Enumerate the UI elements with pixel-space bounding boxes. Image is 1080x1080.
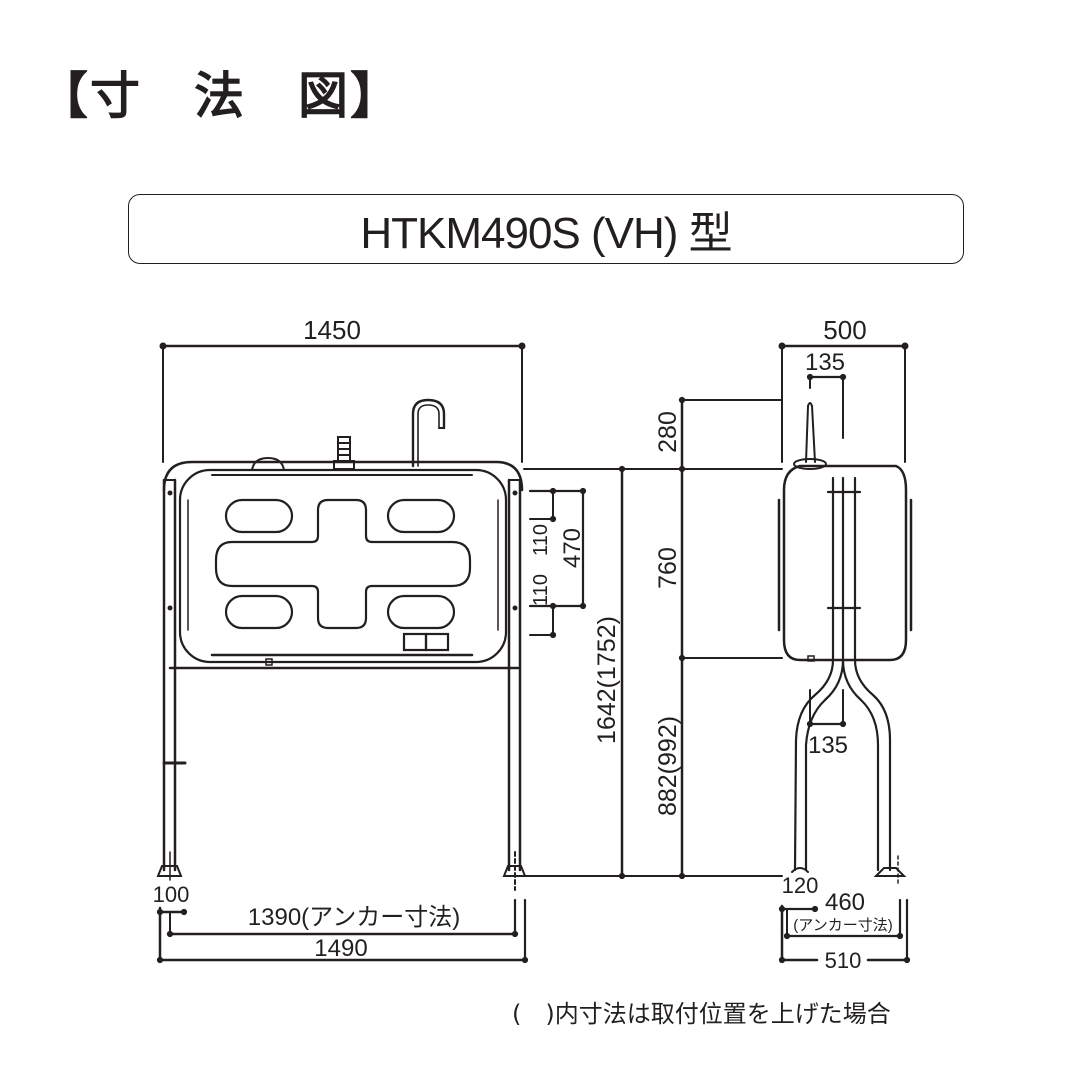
footnote: ( )内寸法は取付位置を上げた場合 [512, 1000, 891, 1028]
front-view: 1450 [153, 315, 587, 964]
height-dimensions: 280 760 882(992) 1642(1752) [523, 396, 783, 880]
dim-rib-470: 470 [559, 528, 586, 568]
dim-height-760: 760 [654, 547, 682, 589]
dim-rib-110-lower: 110 [530, 574, 552, 606]
dim-base-1490: 1490 [314, 935, 367, 962]
model-name: HTKM490S (VH) 型 [360, 209, 732, 258]
page-title: 【寸 法 図】 [38, 67, 402, 125]
dim-side-anchor-460: 460 [825, 889, 865, 916]
model-name-box: HTKM490S (VH) 型 [128, 194, 964, 264]
dim-rib-110-upper: 110 [530, 524, 552, 556]
dim-anchor-1390: 1390(アンカー寸法) [248, 904, 460, 931]
dim-height-1642: 1642(1752) [593, 616, 621, 744]
dim-side-base-510: 510 [825, 948, 862, 973]
dim-height-882: 882(992) [654, 716, 682, 816]
dim-pipe-135-top: 135 [805, 349, 845, 376]
dim-pipe-135-bottom: 135 [808, 732, 848, 759]
dim-side-anchor-label: (アンカー寸法) [793, 917, 892, 934]
side-view: 500 135 135 [777, 315, 913, 973]
dim-height-280: 280 [654, 411, 682, 453]
dim-width-1450: 1450 [303, 315, 361, 345]
dim-depth-500: 500 [823, 315, 866, 345]
dim-side-anchor-offset-120: 120 [782, 873, 819, 898]
dim-anchor-offset-100: 100 [153, 882, 190, 907]
